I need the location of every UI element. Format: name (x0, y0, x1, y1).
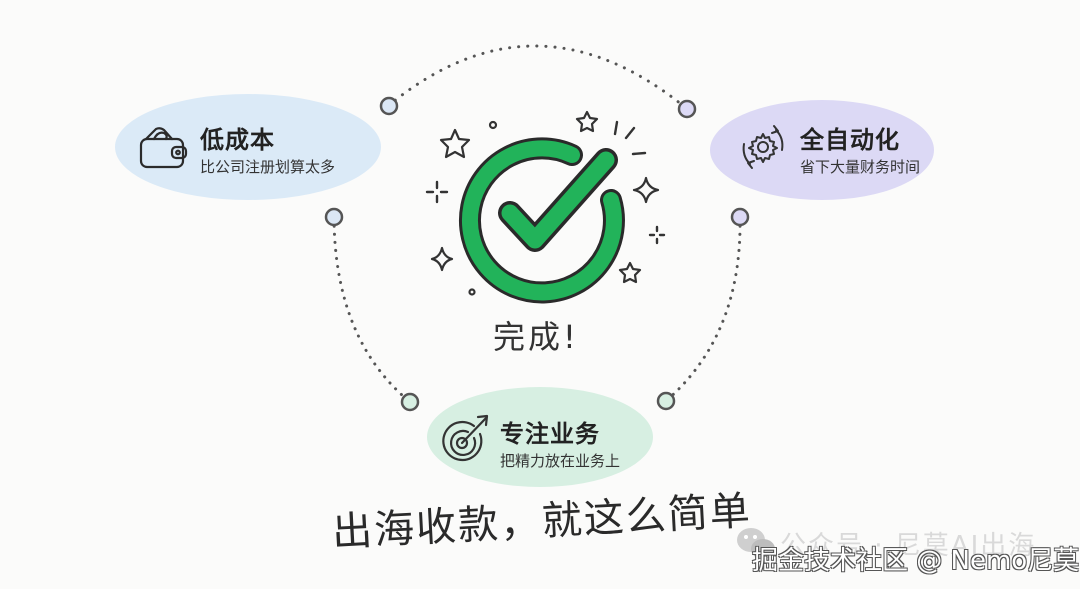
wechat-icon (737, 528, 775, 559)
feature-title: 全自动化 (800, 126, 900, 154)
node-left-bottom (400, 392, 420, 412)
bubble-focus-bg (427, 387, 653, 487)
gear-cycle-icon (742, 125, 784, 169)
feature-subtitle: 把精力放在业务上 (500, 452, 621, 470)
check-circle-icon (425, 110, 666, 304)
feature-subtitle: 比公司注册划算太多 (200, 158, 336, 176)
bubble-auto-bg (710, 100, 934, 200)
watermark-wechat: 公众号 · 尼莫AI出海 (780, 531, 1037, 561)
connector-left-arc (332, 216, 412, 404)
node-left-top (324, 207, 344, 227)
target-arrow-icon (442, 414, 489, 462)
bubble-cost-bg (115, 94, 381, 200)
connector-right-arc (664, 216, 742, 403)
connector-top-arc (386, 44, 688, 110)
node-top-left (379, 96, 399, 116)
watermark-juejin: 掘金技术社区 @ Nemo尼莫 (752, 546, 1080, 576)
feature-subtitle: 省下大量财务时间 (800, 158, 921, 176)
feature-title: 专注业务 (500, 420, 600, 448)
done-label: 完成! (493, 318, 579, 356)
node-right-bottom (656, 391, 676, 411)
node-right-top (730, 207, 750, 227)
feature-title: 低成本 (200, 126, 275, 154)
node-top-right (677, 99, 697, 119)
wallet-icon (139, 127, 188, 169)
